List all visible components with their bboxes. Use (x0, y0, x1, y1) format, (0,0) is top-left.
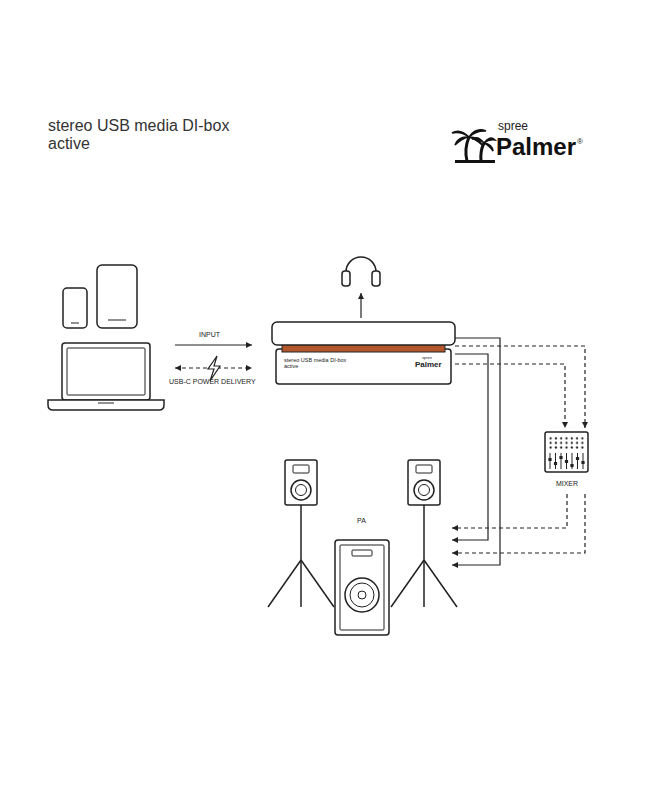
signal-label: INPUT (199, 331, 220, 339)
subwoofer (350, 583, 374, 607)
mixer-icon (561, 453, 562, 469)
speakers (391, 560, 424, 607)
mixer-icon (565, 460, 568, 463)
mixer-icon (548, 436, 585, 450)
palm-logo (481, 143, 484, 161)
speakers (416, 465, 432, 473)
palm-logo (484, 138, 495, 143)
mixer-icon (570, 464, 573, 467)
mixer-icon (555, 453, 556, 469)
subwoofer (340, 545, 384, 630)
di-box (276, 349, 451, 384)
title: stereo USB media DI-box active (48, 117, 248, 154)
mixer-icon (545, 432, 588, 472)
speakers (285, 460, 317, 505)
mixer-icon (577, 453, 578, 469)
mixer-icon (554, 462, 557, 465)
palm-logo (472, 138, 484, 143)
signal-connector (452, 494, 585, 553)
subwoofer (345, 578, 379, 612)
headphones (372, 271, 380, 286)
headphones (342, 257, 380, 318)
devices (63, 288, 87, 328)
signal-connector (452, 494, 567, 528)
speakers (301, 560, 334, 607)
di-box (272, 322, 455, 384)
speakers (291, 480, 311, 500)
palm-logo (466, 137, 469, 161)
registered-mark: ® (577, 137, 583, 146)
devices (108, 320, 126, 321)
palm-logo (469, 130, 486, 137)
speakers (424, 560, 457, 607)
devices (48, 265, 164, 410)
signal-connector (455, 364, 565, 428)
speakers (423, 505, 425, 607)
pa-system: PA (262, 455, 452, 610)
palm-logo (455, 137, 469, 145)
input-arrows (175, 345, 252, 381)
devices (71, 323, 79, 324)
brand-logo: Palmer (415, 360, 442, 369)
devices (97, 265, 137, 328)
speakers (296, 485, 307, 496)
palm-logo (452, 130, 495, 163)
signal-connector (452, 354, 488, 540)
mixer: MIXER (536, 428, 598, 494)
headphones (360, 293, 361, 318)
brand-small: spree (422, 356, 432, 361)
brand-small: spree (498, 120, 528, 134)
devices (67, 348, 145, 395)
speakers (293, 465, 309, 473)
palm-logo (452, 131, 469, 137)
subwoofer (352, 550, 372, 556)
signal-label: USB-C POWER DELIVERY (169, 378, 256, 386)
mixer-icon (559, 456, 562, 459)
speakers (268, 460, 457, 607)
headphones (342, 271, 350, 286)
devices (48, 400, 164, 410)
subwoofer (358, 591, 366, 599)
di-box (272, 322, 455, 345)
speakers (300, 505, 302, 607)
mixer-icon (545, 432, 588, 472)
palm-logo (484, 143, 493, 151)
pa-label: PA (357, 517, 366, 525)
device-label: stereo USB media DI-box active (284, 357, 354, 370)
signal-connector (452, 338, 500, 565)
subwoofer (335, 540, 389, 635)
signal-connector (455, 346, 585, 428)
palm-logo (455, 160, 495, 163)
devices (62, 343, 150, 400)
mixer-icon (548, 458, 551, 461)
mixer-icon (581, 461, 584, 464)
input-arrows (175, 344, 252, 345)
speakers (414, 480, 434, 500)
speakers (419, 485, 430, 496)
mixer-icon (576, 457, 579, 460)
subwoofer (335, 540, 389, 635)
devices (98, 403, 114, 404)
speakers (408, 460, 440, 505)
brand-logo: Palmer (496, 133, 576, 161)
speakers (268, 560, 301, 607)
di-box: stereo USB media DI-box active spreePalme… (272, 322, 455, 384)
input-arrows (208, 356, 220, 381)
mixer-label: MIXER (556, 480, 578, 488)
